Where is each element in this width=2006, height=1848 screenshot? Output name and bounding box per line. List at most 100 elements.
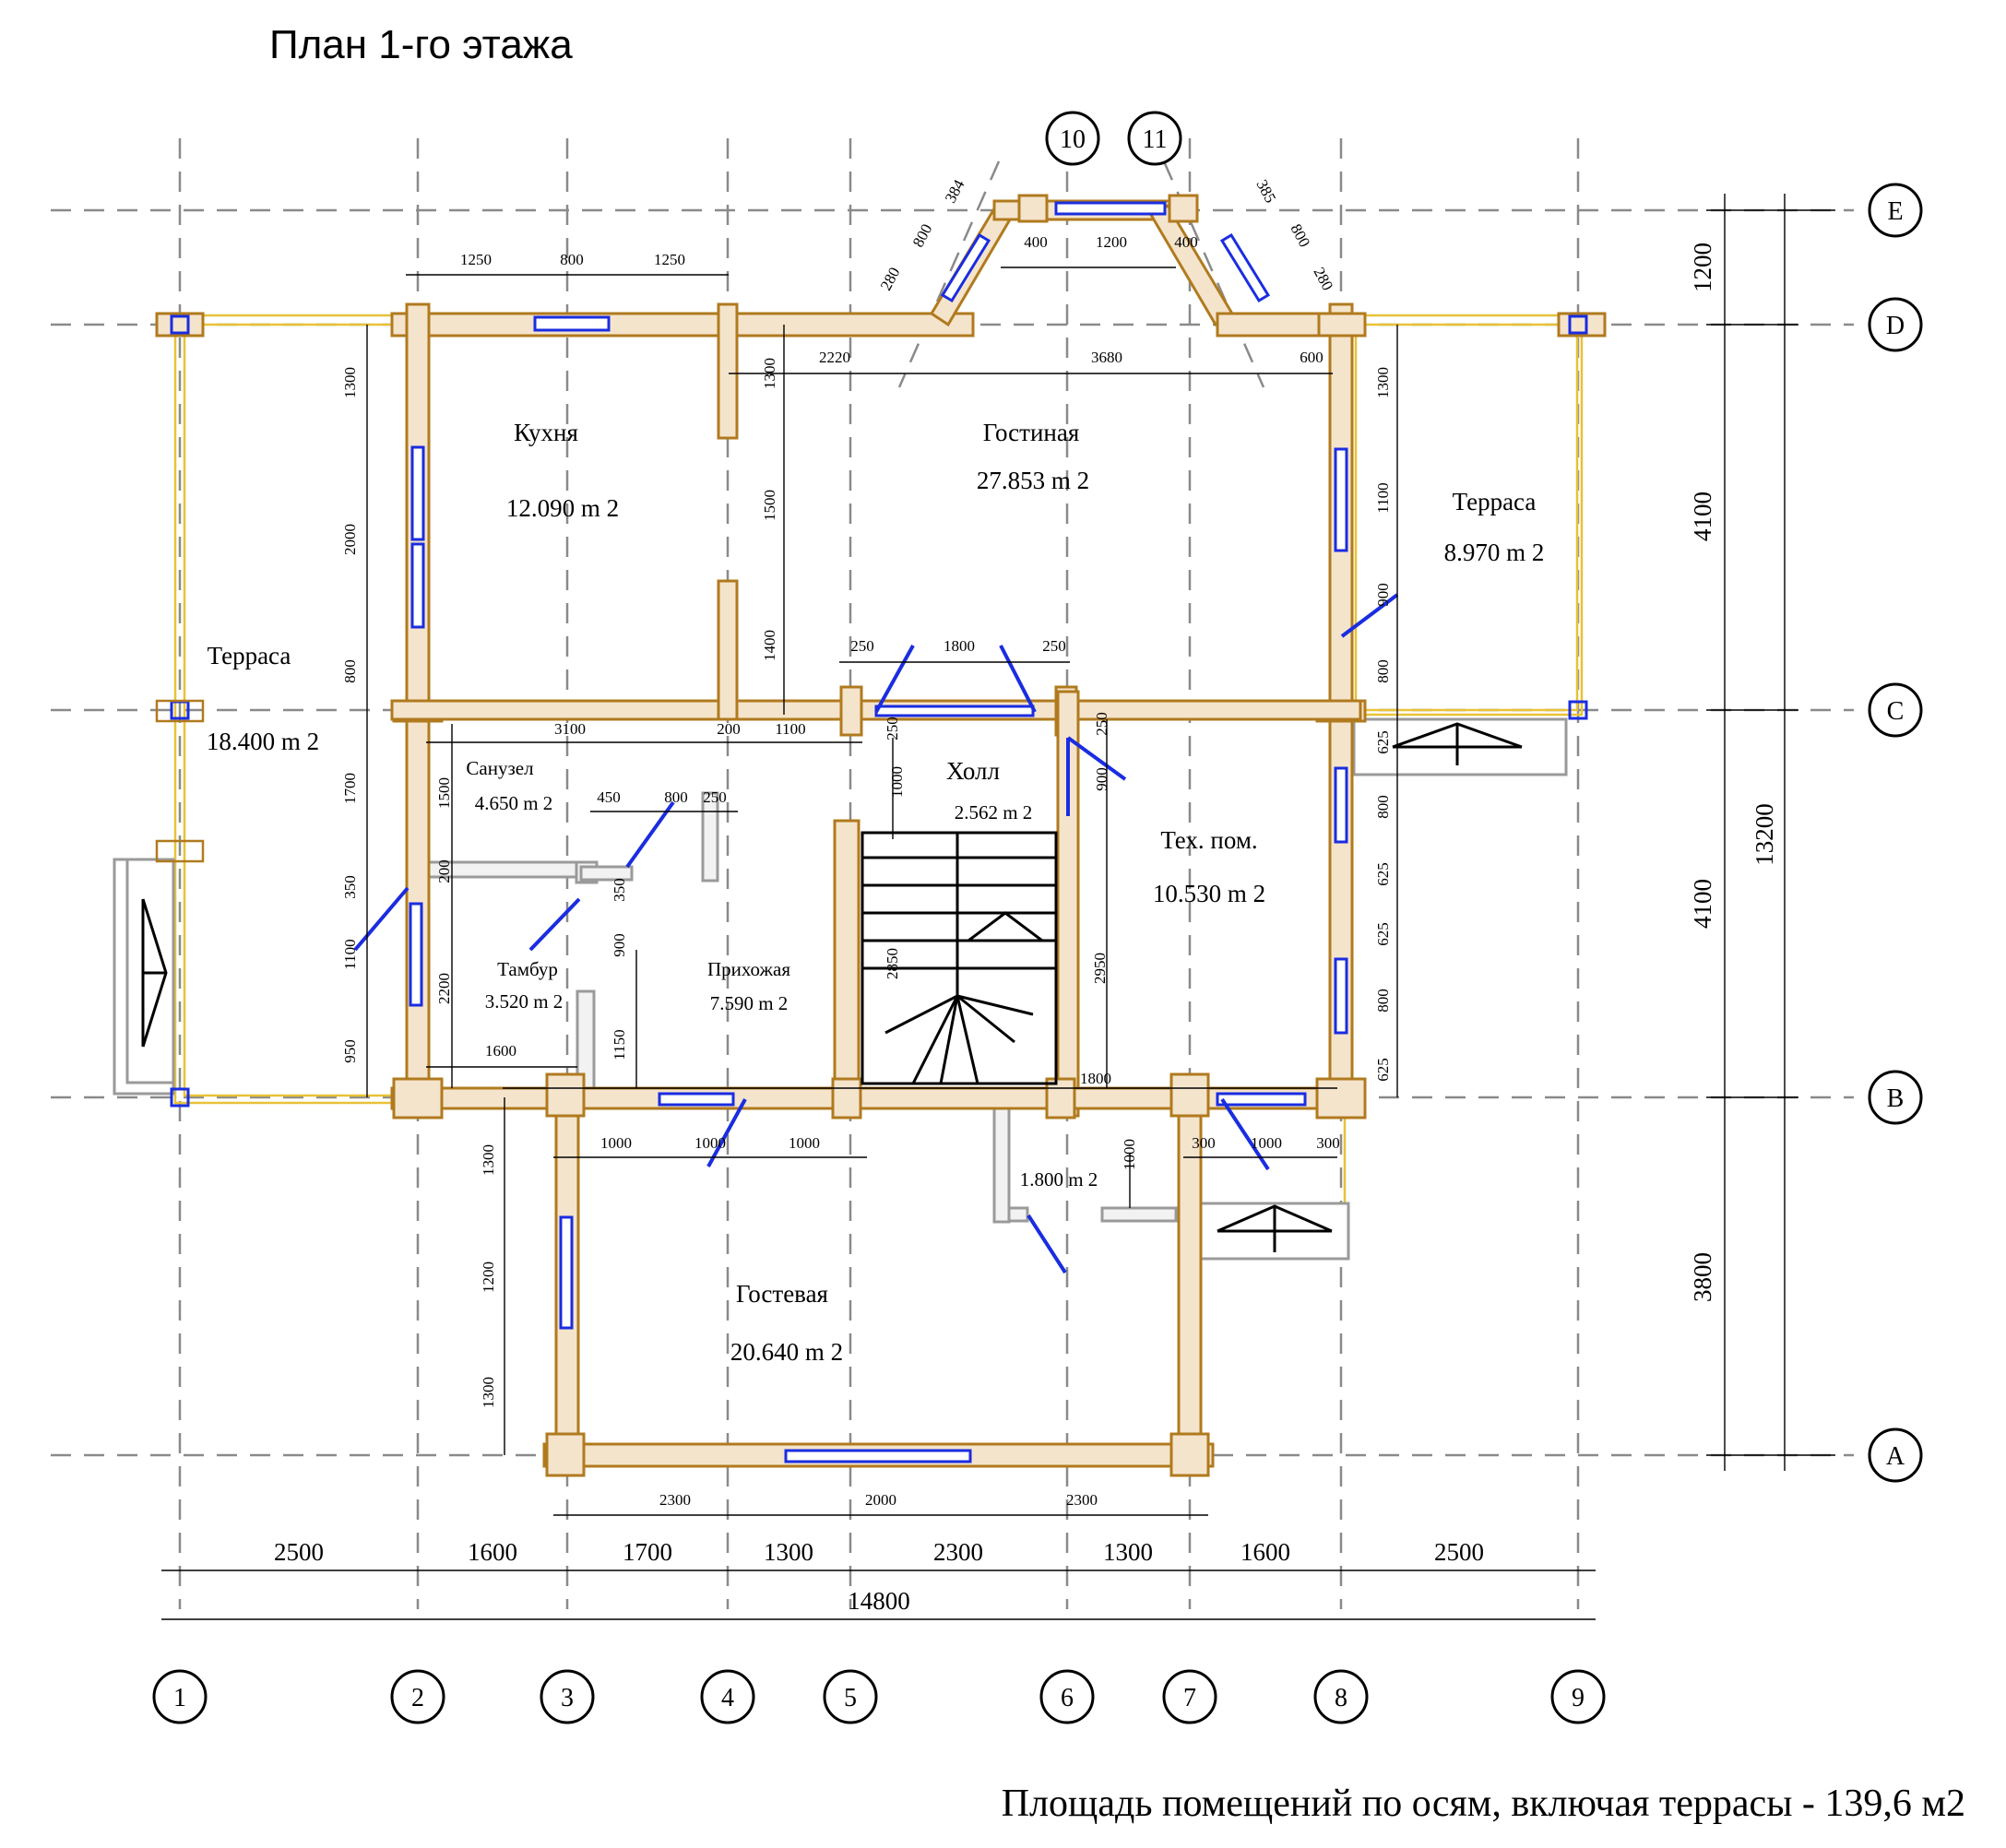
dim-kitchen-top-1: 1250 xyxy=(460,251,492,268)
dim-rw-3: 900 xyxy=(1374,583,1392,607)
dim-int-17: 1800 xyxy=(1080,1070,1111,1087)
axis-bubble-5: 5 xyxy=(823,1669,878,1724)
dim-bottom-6: 1300 xyxy=(1103,1538,1153,1566)
axis-label-5: 5 xyxy=(844,1684,857,1712)
dim-rw-5: 625 xyxy=(1374,730,1392,754)
dim-rw-4: 800 xyxy=(1374,659,1392,683)
axis-bubble-9: 9 xyxy=(1550,1669,1606,1724)
dim-rw-7: 625 xyxy=(1374,862,1392,886)
dim-int-14: 1600 xyxy=(485,1042,516,1060)
axis-label-10: 10 xyxy=(1060,125,1086,154)
room-name-terrace-left: Терраса xyxy=(208,642,291,669)
dim-bath-3: 250 xyxy=(703,788,727,806)
staircase xyxy=(861,831,1058,1085)
room-area-vestibule: 3.520 m 2 xyxy=(485,990,564,1013)
axis-bubble-C: C xyxy=(1868,682,1923,738)
dim-bottom-5: 2300 xyxy=(933,1538,983,1566)
dim-int-9: 200 xyxy=(435,859,453,883)
dim-lw-5: 350 xyxy=(341,875,359,899)
dim-guest-bottom-1: 2300 xyxy=(659,1491,691,1509)
room-area-kitchen: 12.090 m 2 xyxy=(506,494,619,522)
room-labels: Кухня 12.090 m 2 Гостиная 27.853 m 2 Тер… xyxy=(207,419,1545,1366)
room-area-guest: 20.640 m 2 xyxy=(730,1338,843,1366)
porches xyxy=(113,717,1568,1261)
axis-label-2: 2 xyxy=(411,1684,424,1712)
room-area-closet: 1.800 m 2 xyxy=(1020,1168,1098,1191)
room-name-guest: Гостевая xyxy=(736,1280,828,1308)
axis-label-9: 9 xyxy=(1572,1684,1585,1712)
room-area-bathroom: 4.650 m 2 xyxy=(475,792,553,814)
room-area-hall: 2.562 m 2 xyxy=(955,801,1033,823)
axis-bubble-8: 8 xyxy=(1313,1669,1369,1724)
dim-int-3: 1100 xyxy=(775,720,805,738)
dim-bay-3: 400 xyxy=(1174,233,1198,251)
dim-living-1: 2220 xyxy=(819,349,850,366)
dim-right-1: 1200 xyxy=(1689,243,1716,292)
room-area-living: 27.853 m 2 xyxy=(977,467,1089,494)
dim-bay-right-2: 800 xyxy=(1287,221,1313,250)
axis-label-1: 1 xyxy=(173,1684,186,1712)
dim-int-1: 3100 xyxy=(554,720,586,738)
room-area-tech: 10.530 m 2 xyxy=(1153,880,1265,907)
axis-label-7: 7 xyxy=(1183,1684,1196,1712)
dim-int-15: 2850 xyxy=(884,948,901,979)
dim-rw-6: 800 xyxy=(1374,795,1392,819)
dim-int-2: 200 xyxy=(717,720,741,738)
axis-bubble-E: E xyxy=(1868,183,1923,238)
axis-bubble-1: 1 xyxy=(152,1669,208,1724)
axis-bubble-11: 11 xyxy=(1127,111,1182,166)
dim-int-7: 250 xyxy=(1093,712,1110,736)
windows xyxy=(409,201,1348,1463)
dim-lw-6: 1100 xyxy=(341,939,359,969)
axis-bubble-7: 7 xyxy=(1162,1669,1217,1724)
axis-bubble-6: 6 xyxy=(1039,1669,1095,1724)
dim-bay-left-2: 800 xyxy=(909,221,936,250)
axis-label-B: B xyxy=(1887,1084,1905,1113)
footer-area-note: Площадь помещений по осям, включая терра… xyxy=(1001,1783,1965,1825)
partitions xyxy=(424,791,1178,1224)
dim-int-4: 250 xyxy=(884,717,901,740)
axis-bubble-10: 10 xyxy=(1045,111,1100,166)
dim-int-6: 900 xyxy=(1093,767,1110,791)
dim-right-4: 3800 xyxy=(1689,1252,1716,1302)
dim-lw-4: 1700 xyxy=(341,773,359,804)
dim-rw-8: 625 xyxy=(1374,922,1392,946)
axis-bubbles: 1 2 3 4 5 6 7 8 9 10 11 E D C B A xyxy=(152,111,1923,1724)
doors xyxy=(353,593,1399,1274)
room-name-hall: Холл xyxy=(946,757,1000,785)
axis-bubble-2: 2 xyxy=(390,1669,445,1724)
room-name-entry: Прихожая xyxy=(707,958,790,980)
dim-int-13: 2200 xyxy=(435,973,453,1004)
axis-bubble-B: B xyxy=(1868,1070,1923,1125)
room-name-kitchen: Кухня xyxy=(514,419,578,446)
dim-rw-10: 625 xyxy=(1374,1058,1392,1082)
dim-guest-left-3: 1300 xyxy=(480,1377,497,1408)
dim-bottom-total: 14800 xyxy=(848,1587,910,1615)
dim-guest-left-2: 1200 xyxy=(480,1262,497,1293)
dim-guest-bottom-3: 2300 xyxy=(1066,1491,1098,1509)
dim-int-18: 1000 xyxy=(1121,1139,1138,1170)
dim-bay-left-3: 280 xyxy=(877,265,904,293)
axis-label-A: A xyxy=(1886,1442,1905,1471)
axis-label-11: 11 xyxy=(1143,125,1168,154)
axis-label-C: C xyxy=(1887,697,1905,726)
room-area-terrace-left: 18.400 m 2 xyxy=(207,728,319,755)
dim-int-16: 2950 xyxy=(1091,953,1109,984)
dim-bath-2: 800 xyxy=(664,788,688,806)
room-area-entry: 7.590 m 2 xyxy=(710,992,789,1014)
dim-lw-2: 2000 xyxy=(341,524,359,555)
dim-guest-left-1: 1300 xyxy=(480,1144,497,1176)
dim-guest-top-3: 1000 xyxy=(789,1134,820,1152)
dim-int-20: 1000 xyxy=(1251,1134,1282,1152)
axis-label-E: E xyxy=(1887,197,1903,226)
dim-lw-7: 950 xyxy=(341,1039,359,1063)
dim-bay-right-3: 280 xyxy=(1310,265,1336,293)
dim-bay-2: 1200 xyxy=(1096,233,1127,251)
columns xyxy=(155,314,1588,1108)
page-title: План 1-го этажа xyxy=(269,22,573,67)
dim-bottom-8: 2500 xyxy=(1434,1538,1484,1566)
dim-rw-2: 1100 xyxy=(1374,482,1392,513)
axis-bubble-3: 3 xyxy=(540,1669,595,1724)
dim-guest-bottom-2: 2000 xyxy=(865,1491,896,1509)
dim-bottom-2: 1600 xyxy=(468,1538,517,1566)
